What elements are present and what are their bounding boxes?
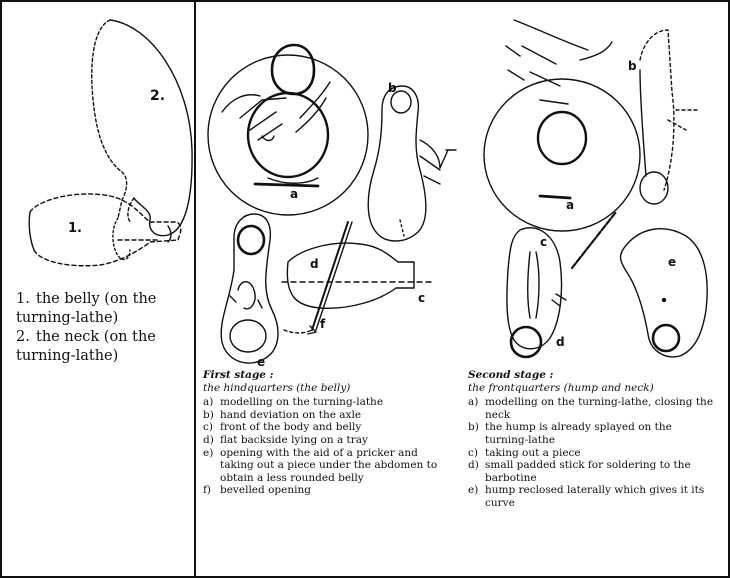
first-stage-turning-lathe-a [208,45,368,215]
neck-label: 2. [150,88,165,104]
second-stage-caption: Second stage : the frontquarters (hump a… [468,369,718,510]
first-label-b: b [388,81,397,95]
first-stage-caption: First stage : the hindquarters (the bell… [203,369,441,497]
second-stage-splayed-hump-b [640,30,700,204]
list-item: a)modelling on the turning-lathe [203,396,441,409]
first-label-d: d [310,257,319,271]
second-label-e: e [668,255,676,269]
list-item: d)flat backside lying on a tray [203,434,441,447]
list-item: e)opening with the aid of a pricker and … [203,447,441,485]
second-stage-hump-reclosed-e [621,229,708,357]
left-legend: 1.the belly (on the turning-lathe) 2.the… [16,290,192,366]
list-item: b)the hump is already splayed on the tur… [468,421,718,446]
legend-item-neck: 2.the neck (on the turning-lathe) [16,328,192,366]
first-label-e: e [257,355,265,369]
second-label-d: d [556,335,565,349]
second-stage-title: Second stage : [468,369,718,382]
second-stage-turning-lathe-a [484,20,640,231]
list-item: c)front of the body and belly [203,421,441,434]
neck-piece-drawing [92,20,192,260]
first-stage-front-body-c [282,222,434,330]
first-stage-subtitle: the hindquarters (the belly) [203,382,441,395]
first-stage-list: a)modelling on the turning-lathe b)hand … [203,396,441,497]
first-label-c: c [418,291,425,305]
first-stage-opening-e [221,214,316,363]
belly-piece-drawing [29,194,181,266]
first-label-a: a [290,187,298,201]
list-item: a)modelling on the turning-lathe, closin… [468,396,718,421]
list-item: c)taking out a piece [468,447,718,460]
list-item: f)bevelled opening [203,484,441,497]
second-label-b: b [628,59,637,73]
list-item: d)small padded stick for soldering to th… [468,459,718,484]
list-item: e)hump reclosed laterally which gives it… [468,484,718,509]
list-item: b)hand deviation on the axle [203,409,441,422]
second-label-a: a [566,198,574,212]
first-stage-title: First stage : [203,369,441,382]
first-label-f: f [320,317,326,331]
belly-label: 1. [68,221,82,236]
legend-item-belly: 1.the belly (on the turning-lathe) [16,290,192,328]
first-stage-hand-deviation-b [368,86,456,241]
second-stage-subtitle: the frontquarters (hump and neck) [468,382,718,395]
second-label-c: c [540,235,547,249]
second-stage-list: a)modelling on the turning-lathe, closin… [468,396,718,509]
